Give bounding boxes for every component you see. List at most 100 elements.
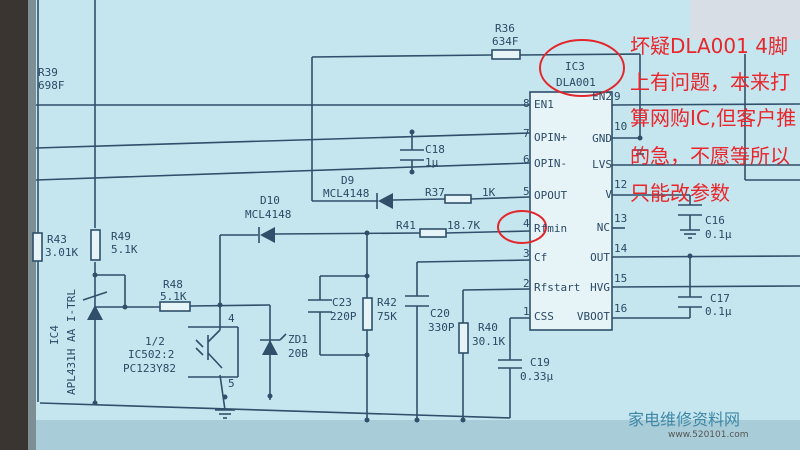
watermark-url: www.520101.com (668, 430, 749, 440)
svg-text:R49: R49 (111, 230, 131, 243)
svg-text:LVS: LVS (592, 158, 612, 171)
annotation-line: 上有问题，本来打 (630, 70, 790, 94)
ic3-body (529, 91, 613, 331)
svg-text:0.1μ: 0.1μ (705, 305, 732, 318)
svg-text:APL431H AA I-TRL: APL431H AA I-TRL (65, 289, 78, 395)
svg-text:R42: R42 (377, 296, 397, 309)
svg-text:R39: R39 (38, 66, 58, 79)
diode-d10 (260, 227, 275, 243)
svg-text:D9: D9 (341, 174, 354, 187)
svg-text:220P: 220P (330, 310, 357, 323)
resistor-r49 (90, 229, 101, 261)
svg-text:C19: C19 (530, 356, 550, 369)
svg-text:634F: 634F (492, 35, 519, 48)
svg-text:6: 6 (523, 153, 530, 166)
resistor-r41 (419, 228, 447, 238)
resistor-r42 (362, 297, 373, 331)
svg-text:Rfstart: Rfstart (534, 281, 580, 294)
svg-text:R41: R41 (396, 219, 416, 232)
ic3-part: DLA001 (556, 76, 596, 89)
svg-text:GND: GND (592, 132, 612, 145)
svg-text:OPOUT: OPOUT (534, 189, 567, 202)
svg-text:2: 2 (523, 277, 530, 290)
svg-text:1: 1 (523, 305, 530, 318)
svg-text:OUT: OUT (590, 251, 610, 264)
diode-d9 (378, 193, 393, 209)
svg-text:R36: R36 (495, 22, 515, 35)
svg-text:EN2: EN2 (592, 90, 612, 103)
svg-text:EN1: EN1 (534, 98, 554, 111)
svg-text:7: 7 (523, 127, 530, 140)
svg-text:D10: D10 (260, 194, 280, 207)
svg-text:1μ: 1μ (425, 156, 439, 169)
svg-text:9: 9 (614, 90, 621, 103)
svg-text:V: V (605, 188, 612, 201)
svg-text:330P: 330P (428, 321, 455, 334)
svg-text:VBOOT: VBOOT (577, 310, 610, 323)
resistor-r40 (458, 322, 469, 354)
svg-text:12: 12 (614, 178, 627, 191)
svg-text:OPIN+: OPIN+ (534, 131, 567, 144)
svg-text:1/2: 1/2 (145, 335, 165, 348)
svg-text:0.1μ: 0.1μ (705, 228, 732, 241)
svg-text:R48: R48 (163, 278, 183, 291)
svg-text:4: 4 (228, 312, 235, 325)
diodes (82, 193, 393, 355)
shunt-regulator-ic4 (87, 305, 103, 320)
svg-text:C17: C17 (710, 292, 730, 305)
svg-text:3: 3 (523, 247, 530, 260)
svg-text:4: 4 (523, 217, 530, 230)
svg-text:C23: C23 (332, 296, 352, 309)
svg-text:MCL4148: MCL4148 (245, 208, 291, 221)
resistor-r36 (491, 49, 521, 60)
annotation-circle-pin4 (497, 210, 547, 244)
svg-text:C16: C16 (705, 214, 725, 227)
svg-text:5: 5 (228, 377, 235, 390)
svg-text:18.7K: 18.7K (447, 219, 480, 232)
monitor-bezel (0, 0, 28, 450)
watermark-name: 家电维修资料网 (628, 410, 741, 429)
svg-text:16: 16 (614, 302, 627, 315)
svg-text:1K: 1K (482, 186, 496, 199)
svg-text:R37: R37 (425, 186, 445, 199)
annotation-line: 只能改参数 (630, 181, 730, 205)
capacitors (308, 149, 702, 369)
svg-text:C18: C18 (425, 143, 445, 156)
svg-text:5.1K: 5.1K (160, 290, 187, 303)
svg-text:Rfmin: Rfmin (534, 222, 567, 235)
svg-text:IC502:2: IC502:2 (128, 348, 174, 361)
svg-text:13: 13 (614, 212, 627, 225)
resistor-r43 (32, 232, 43, 262)
resistor-r48 (159, 301, 191, 312)
annotation-line: 算网购IC,但客户推 (630, 106, 797, 130)
ground-icon (215, 149, 700, 419)
svg-text:15: 15 (614, 272, 627, 285)
svg-text:5: 5 (523, 185, 530, 198)
svg-text:ZD1: ZD1 (288, 333, 308, 346)
svg-text:698F: 698F (38, 79, 65, 92)
optocoupler-transistor (188, 326, 239, 378)
svg-text:R40: R40 (478, 321, 498, 334)
svg-text:C20: C20 (430, 307, 450, 320)
svg-text:NC: NC (597, 221, 610, 234)
annotation-line: 的急，不愿等所以 (630, 144, 790, 168)
svg-text:IC4: IC4 (48, 325, 61, 345)
svg-text:R43: R43 (47, 233, 67, 246)
svg-text:30.1K: 30.1K (472, 335, 505, 348)
svg-text:0.33μ: 0.33μ (520, 370, 553, 383)
ic3-ref: IC3 (565, 60, 585, 73)
svg-text:75K: 75K (377, 310, 397, 323)
svg-text:PC123Y82: PC123Y82 (123, 362, 176, 375)
svg-text:5.1K: 5.1K (111, 243, 138, 256)
svg-text:OPIN-: OPIN- (534, 157, 567, 170)
svg-text:CSS: CSS (534, 310, 554, 323)
svg-text:Cf: Cf (534, 251, 547, 264)
annotation-line: 坏疑DLA001 4脚 (630, 34, 788, 58)
svg-text:8: 8 (523, 97, 530, 110)
junction-dots (92, 129, 693, 423)
annotation-circle-ic3 (539, 39, 625, 97)
svg-text:10: 10 (614, 120, 627, 133)
svg-text:20B: 20B (288, 347, 308, 360)
